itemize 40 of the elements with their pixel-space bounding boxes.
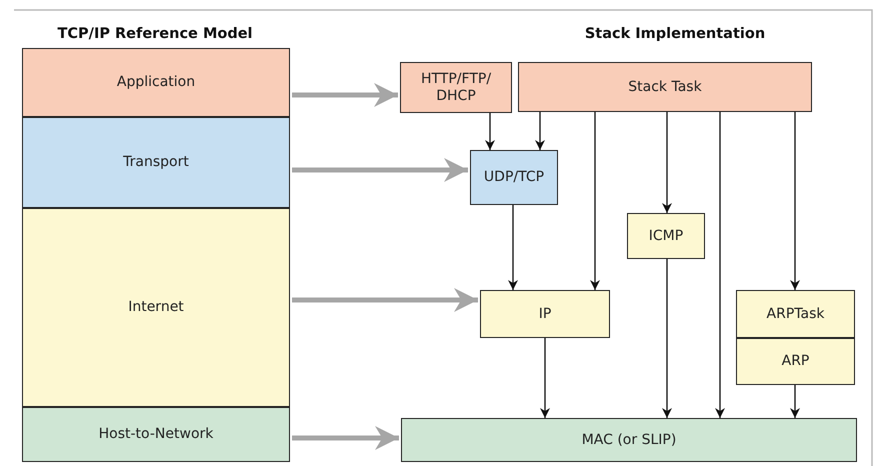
arrow: [540, 338, 550, 418]
module-box: [736, 290, 855, 338]
box-label: Stack Task: [627, 78, 703, 96]
arrow: [485, 113, 495, 150]
layer-box: [22, 117, 290, 208]
module-box: [627, 213, 705, 259]
arrow: [535, 112, 545, 150]
box-label: Internet: [127, 299, 185, 316]
module-box: [480, 290, 610, 338]
box-label: ARP: [780, 353, 810, 370]
arrow: [292, 158, 468, 182]
arrow: [292, 83, 398, 107]
arrow: [292, 288, 478, 312]
arrow: [662, 112, 672, 213]
box-label: IP: [538, 306, 552, 322]
layer-box: [22, 48, 290, 117]
module-box: [518, 62, 812, 112]
box-label: Transport: [122, 154, 190, 171]
arrow: [715, 112, 725, 418]
module-box: [470, 150, 558, 205]
arrow: [790, 112, 800, 290]
module-box: [736, 338, 855, 385]
layer-box: [22, 208, 290, 407]
box-label: Application: [116, 74, 196, 91]
arrow: [590, 112, 600, 290]
box-label: HTTP/FTP/ DHCP: [420, 71, 492, 104]
arrow: [662, 259, 672, 418]
column-heading: TCP/IP Reference Model: [57, 26, 253, 42]
arrow: [790, 385, 800, 418]
box-label: ICMP: [648, 228, 684, 244]
module-box: [401, 418, 857, 462]
box-label: UDP/TCP: [482, 169, 546, 186]
box-label: Host-to-Network: [98, 426, 214, 443]
layer-box: [22, 407, 290, 462]
column-heading: Stack Implementation: [584, 26, 766, 42]
arrow: [508, 205, 518, 290]
module-box: [400, 62, 512, 113]
arrow: [292, 426, 399, 450]
box-label: MAC (or SLIP): [580, 432, 678, 448]
box-label: ARPTask: [766, 306, 826, 322]
